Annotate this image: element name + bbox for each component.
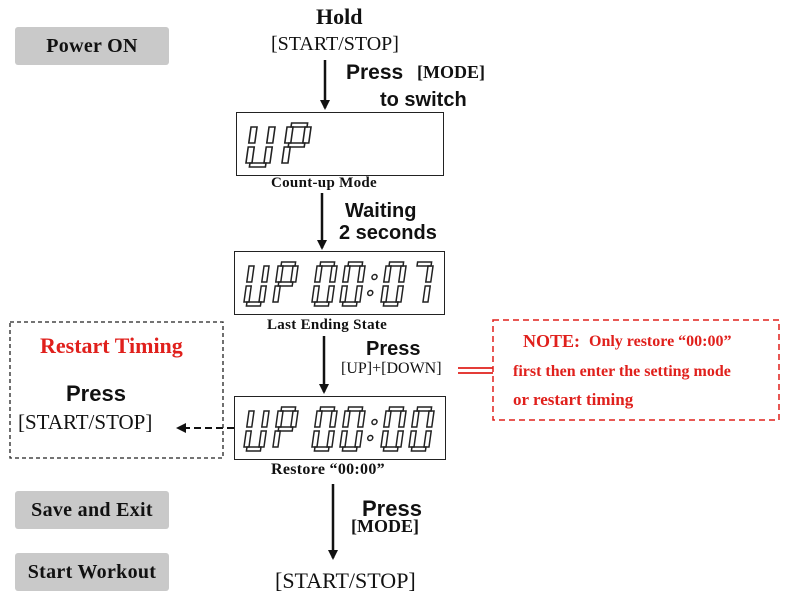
lcd-last-ending-digits <box>243 261 434 307</box>
press-mode-suffix: to switch <box>380 89 467 111</box>
lcd-last-ending <box>234 251 445 315</box>
caption-count-up: Count-up Mode <box>271 175 377 191</box>
press-updown-key: [UP]+[DOWN] <box>341 360 442 377</box>
press-updown-word: Press <box>366 338 421 360</box>
lcd-count-up <box>236 112 444 176</box>
step-save-exit: Save and Exit <box>15 491 169 529</box>
waiting-line1: Waiting <box>345 200 417 222</box>
note-label: NOTE: <box>523 331 581 351</box>
caption-restore: Restore “00:00” <box>271 461 385 478</box>
press-mode2-key: [MODE] <box>351 516 419 536</box>
press-mode-key: [MODE] <box>417 62 485 82</box>
restart-title: Restart Timing <box>40 333 183 358</box>
lcd-count-up-digits <box>245 122 312 168</box>
note-line1: Only restore “00:00” <box>589 333 732 350</box>
final-key: [START/STOP] <box>275 568 416 593</box>
note-line2: first then enter the setting mode <box>513 363 731 380</box>
restart-press-word: Press <box>66 381 126 406</box>
note-box-border <box>492 319 780 421</box>
press-mode-word: Press <box>346 61 404 84</box>
lcd-restore <box>234 396 446 460</box>
hold-title: Hold <box>316 4 363 29</box>
step-start-workout: Start Workout <box>15 553 169 591</box>
step-power-on: Power ON <box>15 27 169 65</box>
press-mode2-word: Press <box>362 496 422 521</box>
caption-last-ending: Last Ending State <box>267 317 388 333</box>
restart-box-border <box>9 321 224 459</box>
lcd-restore-digits <box>243 406 435 452</box>
note-line3: or restart timing <box>513 390 634 409</box>
hold-key: [START/STOP] <box>271 33 399 55</box>
restart-key: [START/STOP] <box>18 410 153 434</box>
waiting-line2: 2 seconds <box>339 222 437 244</box>
